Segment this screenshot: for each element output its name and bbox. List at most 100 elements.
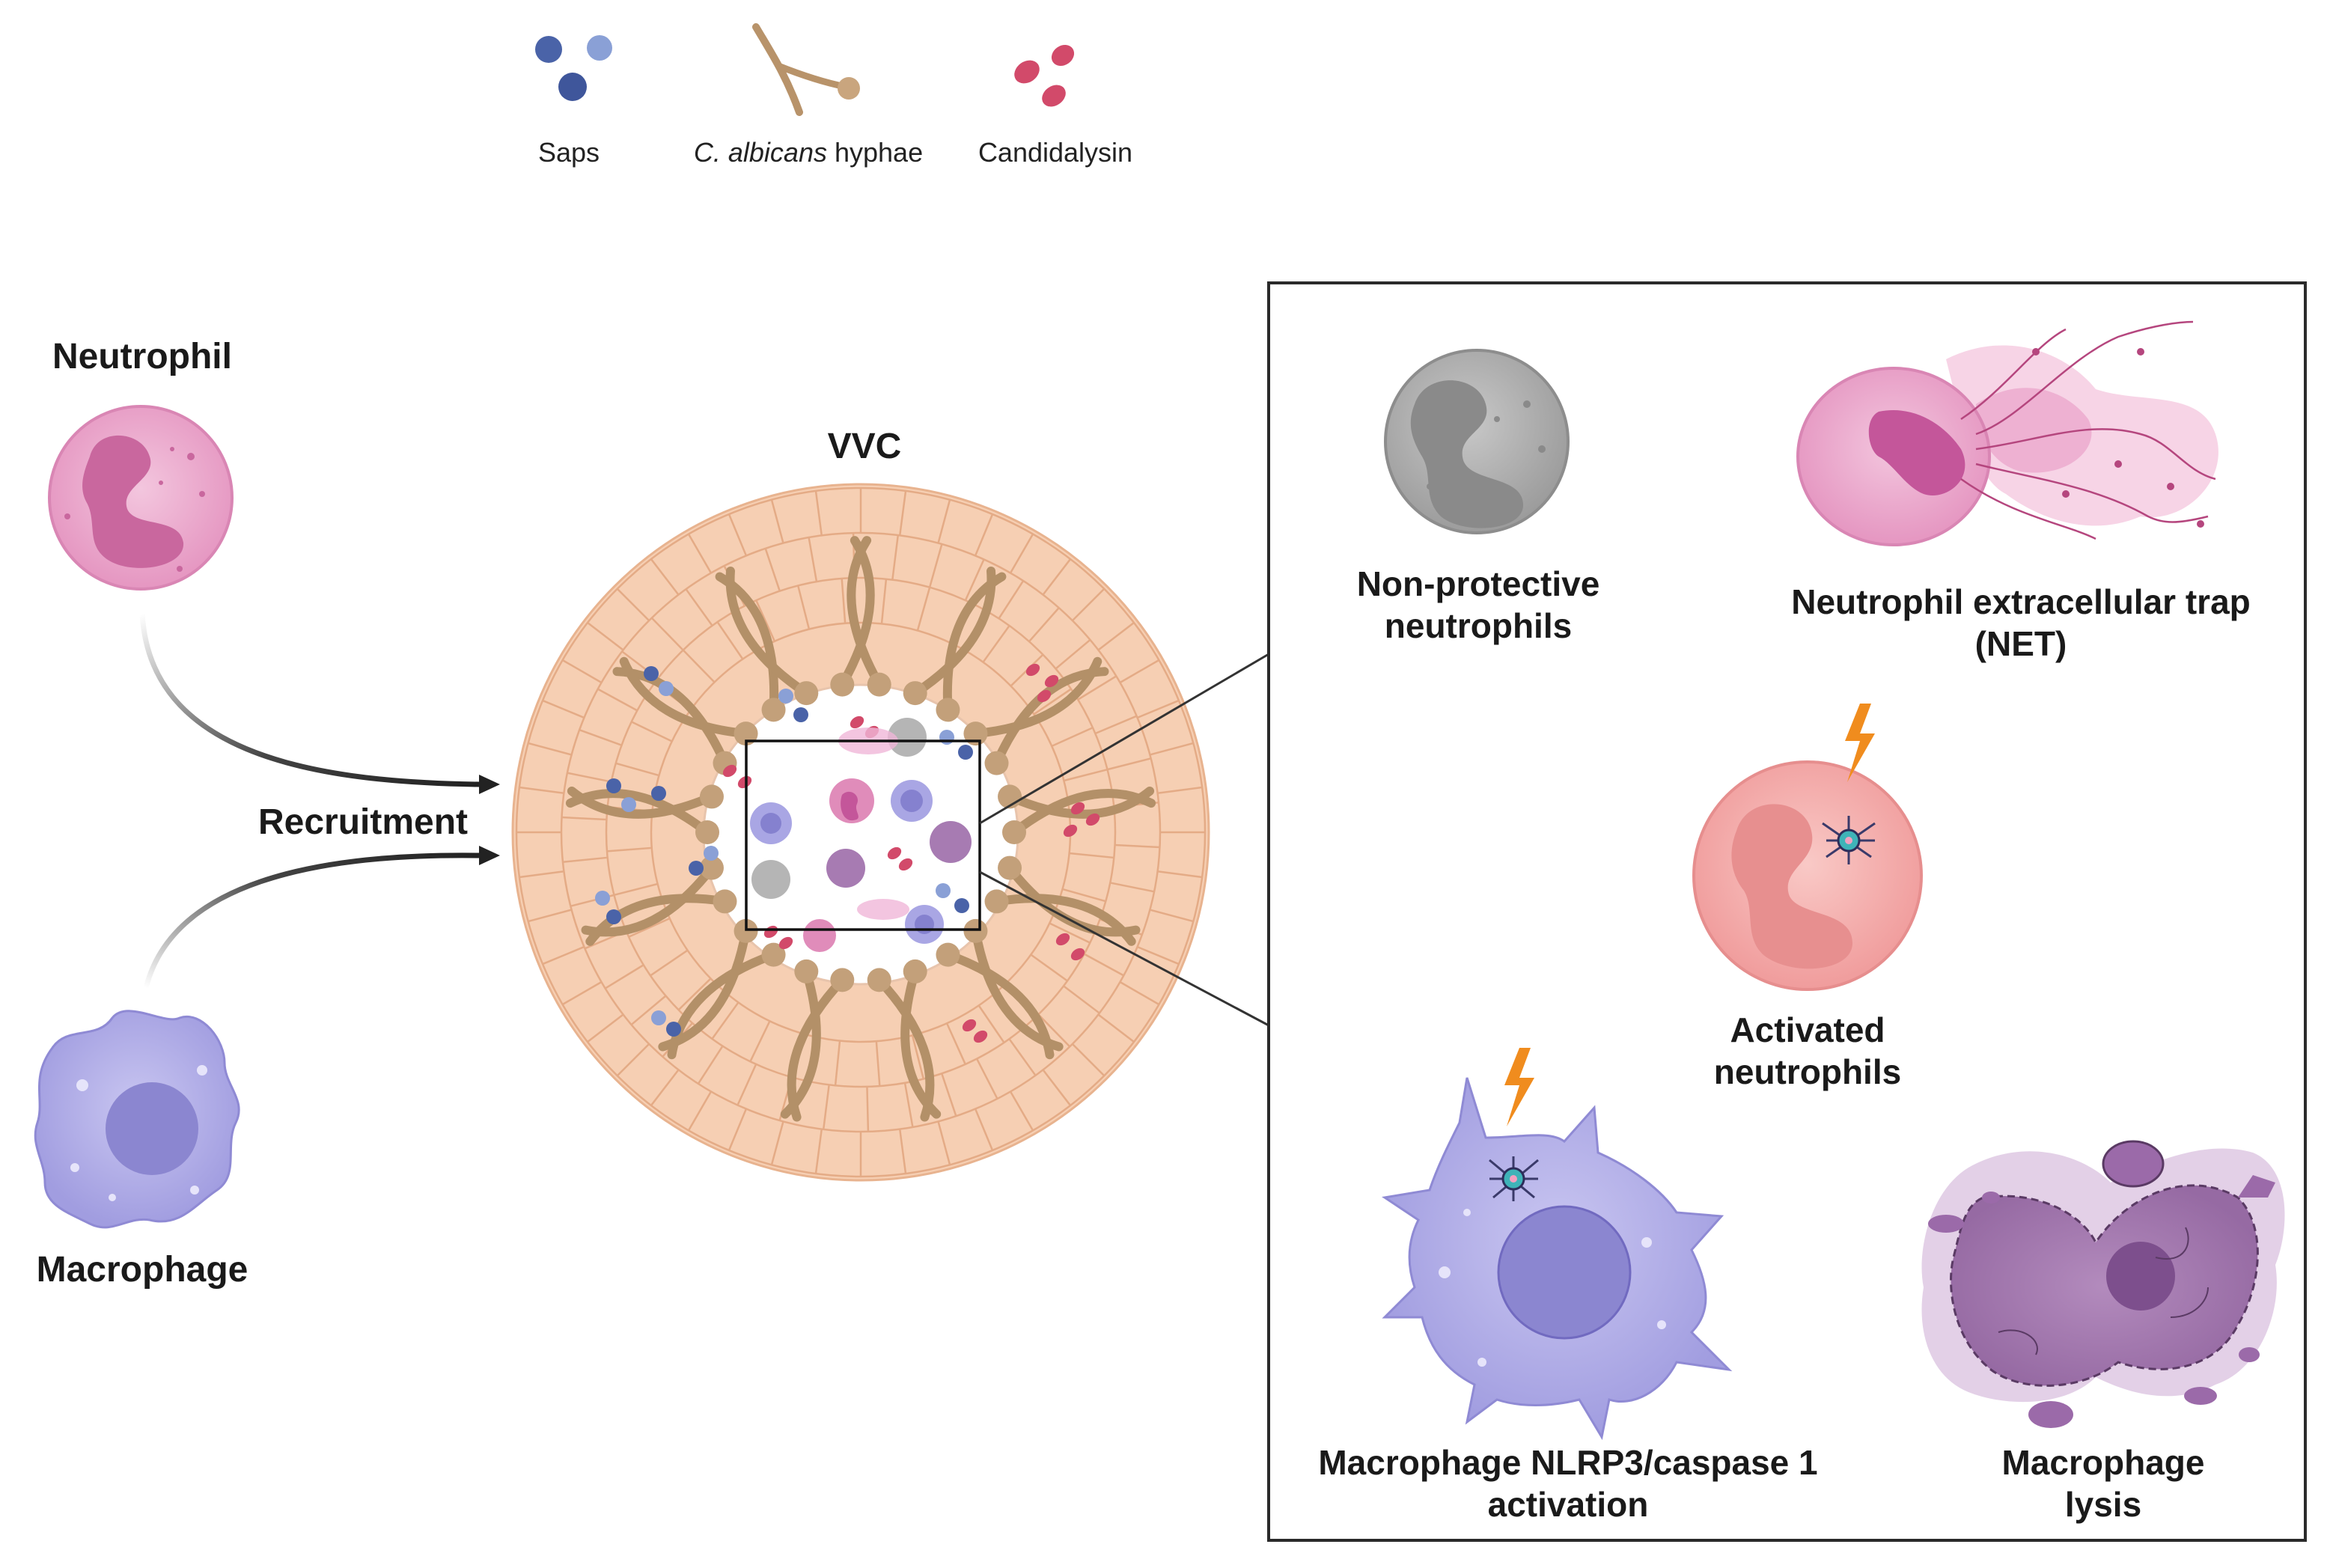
- candidalysin-particle: [973, 1030, 988, 1043]
- zoom-connector-lines: [979, 653, 1269, 1027]
- legend-hyphae-label: C. albicans hyphae: [674, 136, 943, 169]
- hypha: [1005, 786, 1155, 819]
- sap-particle: [606, 778, 621, 793]
- recruitment-label: Recruitment: [257, 802, 469, 842]
- candidalysin-particle: [1085, 813, 1100, 826]
- candidalysin-icon: [1014, 44, 1075, 107]
- sap-particle: [793, 707, 808, 722]
- neutrophil-label: Neutrophil: [52, 337, 232, 376]
- hypha-tip: [761, 942, 786, 967]
- hypha: [780, 966, 821, 1119]
- non-protective-line1: Non-protective: [1356, 564, 1600, 603]
- neutrophil-cell-icon: [48, 405, 234, 591]
- macrophage-lysis-icon: [1921, 1140, 2285, 1428]
- vvc-tissue: [511, 483, 1210, 1182]
- lumen-immune-cells: [750, 718, 972, 952]
- non-protective-label: Non-protective neutrophils: [1329, 563, 1628, 647]
- hypha-tip: [903, 959, 927, 983]
- hypha-tip: [794, 681, 819, 706]
- hypha-tip: [761, 698, 786, 722]
- non-protective-neutrophil-icon: [1384, 349, 1570, 534]
- macrophage-label: Macrophage: [36, 1250, 248, 1290]
- lysis-line2: lysis: [2064, 1485, 2142, 1525]
- hypha-tip: [794, 959, 819, 983]
- legend-hyphae-text: hyphae: [826, 137, 924, 168]
- hypha-tip: [963, 918, 988, 943]
- net-label: Neutrophil extracellular trap (NET): [1759, 581, 2283, 665]
- hypha: [567, 786, 716, 819]
- candidalysin-particle: [1055, 933, 1070, 946]
- activated-neutrophil-icon: [1692, 760, 1923, 991]
- hypha-tip: [963, 722, 988, 746]
- inflammasome-icon: [1822, 816, 1876, 864]
- saps-icon: [535, 35, 612, 101]
- lightning-icon: [1845, 704, 1875, 782]
- lysis-label: Macrophage lysis: [1954, 1442, 2253, 1525]
- sap-particle: [651, 1010, 666, 1025]
- hypha: [581, 863, 716, 937]
- legend: [535, 23, 1075, 116]
- hypha: [658, 926, 751, 1052]
- vvc-title: VVC: [827, 427, 902, 466]
- saps-particles: [595, 666, 973, 1037]
- sap-particle: [954, 898, 969, 913]
- recruitment-arrows: [139, 613, 500, 989]
- sap-particle: [644, 666, 659, 681]
- hyphae-icon: [752, 23, 860, 116]
- hypha-tip: [734, 722, 758, 746]
- sap-particle: [689, 861, 704, 876]
- hypha-tip: [699, 855, 724, 880]
- candidalysin-particle: [1063, 824, 1078, 838]
- candidalysin-particle: [1070, 948, 1085, 961]
- sap-particle: [936, 883, 951, 898]
- hyphae-network: [565, 536, 1156, 1122]
- hypha-tip: [984, 751, 1009, 775]
- hypha-tip: [936, 942, 960, 967]
- sap-particle: [939, 730, 954, 745]
- candidalysin-particle: [778, 936, 793, 950]
- legend-hyphae-italic: C. albicans: [693, 137, 827, 168]
- zoom-box: [745, 739, 981, 931]
- hypha-tip: [903, 681, 927, 706]
- activated-line1: Activated: [1730, 1010, 1885, 1049]
- activated-label: Activated neutrophils: [1658, 1009, 1957, 1093]
- candidalysin-particle: [1037, 689, 1052, 703]
- hypha-tip: [1002, 820, 1026, 844]
- candidalysin-particle: [1025, 663, 1040, 677]
- hypha-tip: [713, 889, 737, 914]
- sap-particle: [621, 797, 636, 812]
- lysis-line1: Macrophage: [2001, 1443, 2205, 1482]
- candidalysin-particle: [722, 764, 737, 778]
- hypha-tip: [830, 672, 855, 697]
- hypha-tip: [695, 820, 719, 844]
- net-icon: [1796, 320, 2218, 546]
- inflammasome-icon-2: [1489, 1156, 1539, 1201]
- macrophage-nlrp3-icon: [1382, 1077, 1733, 1441]
- nlrp3-line1: Macrophage NLRP3/caspase 1: [1318, 1443, 1818, 1482]
- hypha-tip: [984, 889, 1009, 914]
- hypha: [942, 572, 1007, 715]
- sap-particle: [659, 681, 674, 696]
- net-line2: (NET): [1974, 624, 2067, 664]
- non-protective-line2: neutrophils: [1384, 606, 1573, 646]
- sap-particle: [651, 786, 666, 801]
- nlrp3-line2: activation: [1487, 1485, 1649, 1525]
- hypha-tip: [699, 784, 724, 809]
- candidalysin-particle: [850, 716, 864, 729]
- hypha: [619, 656, 751, 739]
- hypha: [874, 975, 935, 1122]
- sap-particle: [595, 891, 610, 906]
- hypha-tip: [867, 672, 891, 697]
- candidalysin-particle: [737, 775, 752, 789]
- activated-line2: neutrophils: [1713, 1052, 1902, 1092]
- hypha: [943, 950, 1055, 1060]
- hypha-tip: [998, 855, 1022, 880]
- net-line1: Neutrophil extracellular trap: [1791, 582, 2251, 621]
- candidalysin-particle: [1044, 674, 1059, 688]
- sap-particle: [704, 846, 719, 861]
- lightning-icon-2: [1504, 1048, 1534, 1126]
- candidalysin-particle: [887, 846, 902, 860]
- hypha-tip: [867, 968, 891, 992]
- sap-particle: [958, 745, 973, 760]
